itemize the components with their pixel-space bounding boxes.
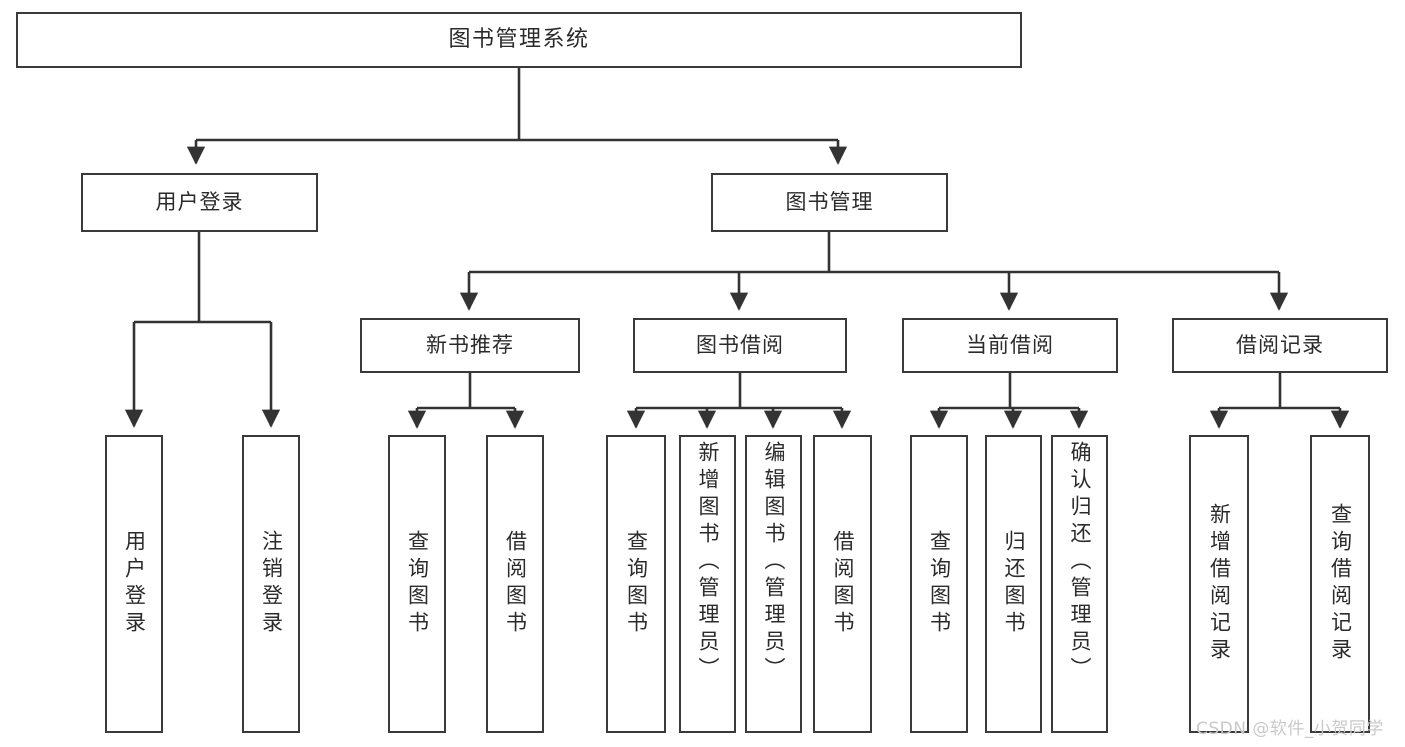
node-label: 图书管理 [785, 190, 874, 215]
node-label: 用户登录 [155, 190, 244, 215]
node-label: 新书推荐 [426, 333, 514, 358]
node-label: 新增图书（管理员） [696, 441, 720, 684]
node-book-manage[interactable]: 图书管理 [711, 173, 948, 232]
node-leaf-query-book-2[interactable]: 查询图书 [606, 435, 666, 733]
node-label: 查询图书 [624, 530, 649, 638]
node-borrow-record[interactable]: 借阅记录 [1172, 318, 1388, 373]
node-label: 查询图书 [927, 530, 952, 638]
node-current-borrow[interactable]: 当前借阅 [902, 318, 1118, 373]
node-leaf-query-book-1[interactable]: 查询图书 [388, 435, 446, 733]
node-label: 借阅图书 [503, 530, 528, 638]
node-leaf-return-book[interactable]: 归还图书 [985, 435, 1042, 733]
node-leaf-query-borrow-record[interactable]: 查询借阅记录 [1310, 435, 1370, 733]
node-leaf-add-borrow-record[interactable]: 新增借阅记录 [1189, 435, 1249, 733]
node-label: 查询借阅记录 [1328, 503, 1353, 665]
node-leaf-edit-book-admin[interactable]: 编辑图书（管理员） [745, 435, 802, 733]
node-label: 注销登录 [259, 530, 284, 638]
node-new-book-recommend[interactable]: 新书推荐 [360, 318, 580, 373]
node-leaf-query-book-3[interactable]: 查询图书 [910, 435, 968, 733]
node-label: 用户登录 [122, 530, 147, 638]
node-label: 借阅图书 [831, 530, 855, 638]
node-leaf-borrow-book-2[interactable]: 借阅图书 [813, 435, 872, 733]
node-root-system[interactable]: 图书管理系统 [16, 12, 1022, 68]
node-label: 编辑图书（管理员） [762, 441, 786, 684]
node-book-borrow[interactable]: 图书借阅 [633, 318, 847, 373]
node-label: 查询图书 [405, 530, 430, 638]
node-label: 当前借阅 [966, 333, 1054, 358]
node-label: 新增借阅记录 [1207, 503, 1232, 665]
node-label: 借阅记录 [1236, 333, 1324, 358]
node-leaf-borrow-book-1[interactable]: 借阅图书 [486, 435, 544, 733]
node-leaf-add-book-admin[interactable]: 新增图书（管理员） [679, 435, 736, 733]
node-leaf-confirm-return-admin[interactable]: 确认归还（管理员） [1051, 435, 1108, 733]
node-label: 确认归还（管理员） [1068, 441, 1092, 684]
node-label: 图书借阅 [696, 333, 784, 358]
node-leaf-user-login[interactable]: 用户登录 [105, 435, 163, 733]
node-user-login[interactable]: 用户登录 [81, 173, 318, 232]
node-label: 归还图书 [1002, 530, 1026, 638]
node-leaf-logout[interactable]: 注销登录 [242, 435, 300, 733]
node-label: 图书管理系统 [448, 27, 590, 53]
